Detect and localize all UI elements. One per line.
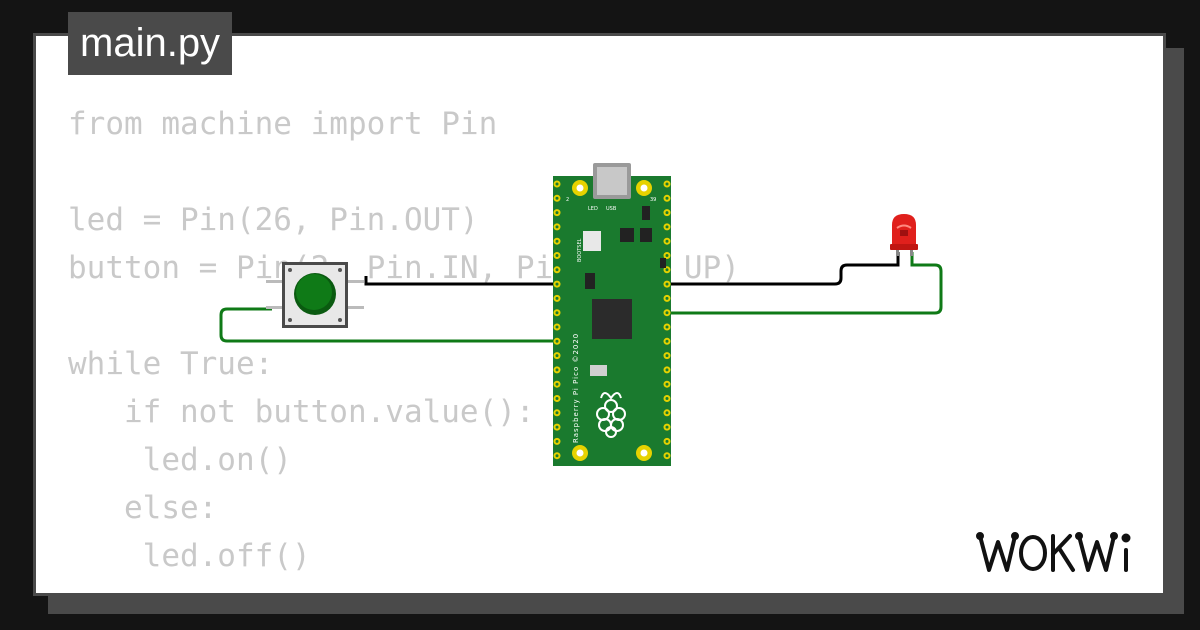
wire-led-ground [660, 252, 943, 315]
header-pin-hole [665, 425, 669, 429]
header-pin-hole [555, 454, 559, 458]
header-pin-hole [555, 282, 559, 286]
code-line: from machine import Pin [68, 106, 498, 142]
header-pin-hole [555, 254, 559, 257]
wokwi-logo [976, 532, 1131, 572]
header-pin-hole [665, 325, 669, 329]
code-line: else: [68, 490, 218, 526]
wire-gp26-to-led [660, 252, 900, 286]
code-line: led.off() [68, 538, 311, 574]
board-name-label: Raspberry Pi Pico ©2020 [572, 333, 580, 443]
raspberry-pi-logo [596, 392, 626, 438]
header-pin-hole [555, 211, 559, 215]
wire-button-to-gp2 [364, 276, 562, 286]
header-pin-hole [555, 339, 559, 343]
header-pin-hole [555, 268, 559, 272]
header-pin-hole [665, 397, 669, 400]
usb-label: USB [606, 206, 617, 212]
header-pin-hole [665, 282, 669, 286]
header-pin-hole [555, 182, 559, 186]
code-line: led.on() [68, 442, 292, 478]
code-line: while True: [68, 346, 274, 382]
header-pin-hole [555, 354, 559, 358]
header-pin-hole [665, 296, 669, 300]
header-pin-hole [555, 325, 559, 329]
header-pin-hole [665, 254, 669, 257]
header-pin-hole [555, 382, 559, 386]
header-pin-hole [665, 339, 669, 343]
led-label: LED [588, 206, 598, 212]
header-pin-hole [555, 411, 559, 415]
header-pin-hole [555, 311, 559, 315]
header-pin-hole [555, 439, 559, 443]
code-line: if not button.value(): [68, 394, 535, 430]
header-pin-hole [665, 311, 669, 315]
bootsel-label: BOOTSEL [577, 238, 583, 262]
pin-label-right: 39 [650, 197, 656, 203]
header-pin-hole [555, 225, 559, 229]
header-pin-hole [665, 411, 669, 415]
header-pin-hole [665, 268, 669, 272]
header-pin-hole [665, 382, 669, 386]
header-pin-hole [665, 196, 669, 200]
header-pin-hole [665, 182, 669, 186]
header-pin-hole [665, 439, 669, 443]
header-pin-hole [665, 225, 669, 229]
header-pin-hole [665, 239, 669, 243]
header-pin-hole [665, 211, 669, 215]
header-pin-hole [555, 425, 559, 429]
header-pin-hole [665, 454, 669, 458]
pico-board[interactable]: USB LED 2 39 BOOTSEL Raspberry Pi Pico ©… [553, 163, 671, 466]
header-pin-hole [555, 296, 559, 300]
pin-label-left: 2 [566, 197, 569, 203]
file-tab[interactable]: main.py [68, 12, 233, 75]
code-line: led = Pin(26, Pin.OUT) [68, 202, 479, 238]
header-pin-hole [555, 239, 559, 243]
header-pin-hole [555, 397, 559, 400]
header-pin-hole [555, 368, 559, 372]
header-pin-hole [555, 196, 559, 200]
red-led[interactable] [890, 214, 918, 256]
pushbutton[interactable] [266, 262, 364, 328]
header-pin-hole [665, 354, 669, 358]
wire-button-ground [219, 307, 562, 343]
header-pin-hole [665, 368, 669, 372]
